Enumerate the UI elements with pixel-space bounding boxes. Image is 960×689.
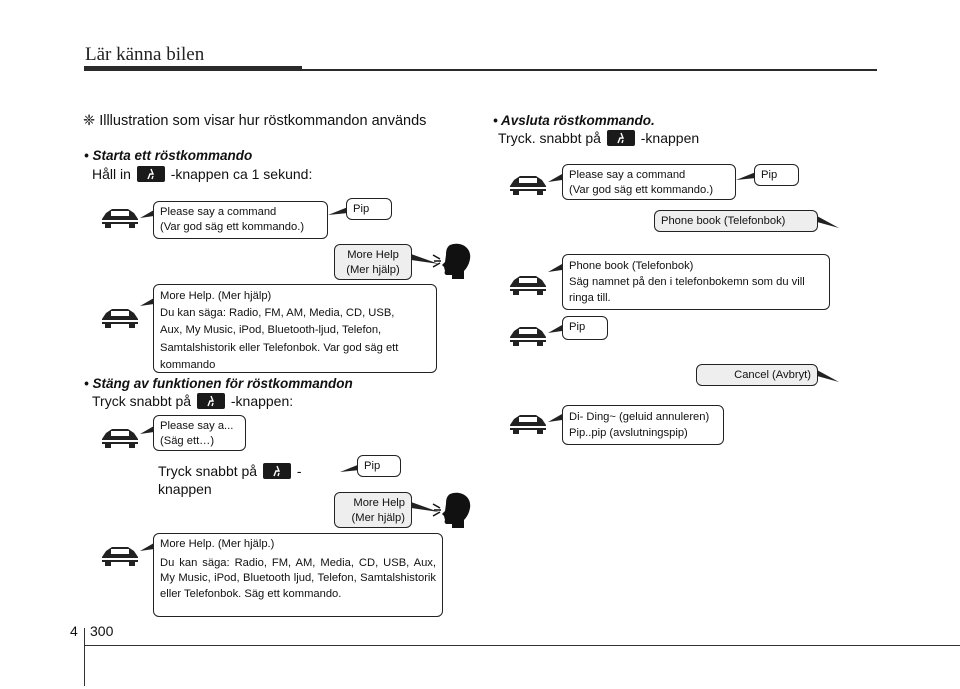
section-end-heading: • Avsluta röstkommando. bbox=[493, 113, 655, 128]
bubble-line: More Help. (Mer hjälp.) bbox=[160, 538, 275, 550]
speech-bubble-end-tone: Di- Ding~ (geluid annuleren) Pip..pip (a… bbox=[562, 405, 724, 445]
bubble-line: Pip bbox=[761, 169, 778, 181]
car-icon bbox=[101, 429, 139, 448]
instruction-text: -knappen ca 1 sekund: bbox=[170, 166, 313, 182]
bubble-tail bbox=[736, 172, 756, 180]
bubble-line: Samtalshistorik eller Telefonbok. Var go… bbox=[160, 341, 399, 354]
speech-bubble-more-help-response: More Help. (Mer hjälp.) Du kan säga: Rad… bbox=[153, 533, 443, 617]
instruction-text: knappen bbox=[158, 481, 212, 497]
car-icon bbox=[101, 209, 139, 228]
bubble-line: Please say a command bbox=[160, 206, 277, 218]
speech-bubble-phone-book-response: Phone book (Telefonbok) Säg namnet på de… bbox=[562, 254, 830, 310]
bubble-line: Säg namnet på den i telefonbokemn som du… bbox=[569, 276, 805, 288]
bubble-line: Pip bbox=[364, 460, 381, 472]
voice-button-icon bbox=[262, 463, 291, 479]
bubble-tail bbox=[817, 216, 839, 228]
bubble-line: Cancel (Avbryt) bbox=[734, 369, 811, 381]
footer-rule bbox=[84, 645, 960, 646]
bubble-line: kommando bbox=[160, 358, 216, 371]
footer-divider bbox=[84, 628, 85, 686]
speech-bubble-more-help: More Help (Mer hjälp) bbox=[334, 244, 412, 280]
bubble-tail bbox=[548, 414, 562, 422]
bubble-tail bbox=[411, 254, 439, 264]
instruction-text: -knappen bbox=[640, 130, 700, 146]
illustration-caption: ❈ Illlustration som visar hur röstkomman… bbox=[83, 113, 426, 129]
speech-bubble-phone-book-command: Phone book (Telefonbok) bbox=[654, 210, 818, 232]
inline-stop-instruction: Tryck snabbt på - knappen bbox=[158, 462, 302, 498]
section-start-heading: • Starta ett röstkommando bbox=[84, 148, 253, 163]
voice-button-icon bbox=[196, 393, 225, 409]
bubble-line: Aux, My Music, iPod, Bluetooth-ljud, Tel… bbox=[160, 324, 382, 337]
instruction-text: Tryck snabbt på bbox=[158, 463, 258, 479]
bubble-line: (Var god säg ett kommando.) bbox=[569, 184, 714, 196]
car-icon bbox=[509, 276, 547, 295]
page-header-title: Lär känna bilen bbox=[85, 44, 205, 65]
instruction-text: - bbox=[296, 463, 302, 479]
instruction-text: Tryck snabbt på bbox=[92, 393, 192, 409]
bubble-line: (Säg ett…) bbox=[160, 435, 215, 447]
bubble-paragraph: Du kan säga: Radio, FM, AM, Media, CD, U… bbox=[160, 556, 436, 600]
bubble-line: (Mer hjälp) bbox=[351, 512, 405, 524]
bubble-line: Pip bbox=[353, 203, 370, 215]
bubble-tail bbox=[817, 370, 839, 382]
section-end-instruction: Tryck. snabbt på -knappen bbox=[498, 130, 699, 146]
caption-text: Illlustration som visar hur röstkommando… bbox=[99, 113, 427, 129]
bubble-line: Pip bbox=[569, 321, 586, 333]
speaking-head-icon bbox=[432, 243, 471, 279]
bubble-line: More Help bbox=[353, 497, 405, 509]
caption-symbol: ❈ bbox=[83, 113, 96, 129]
speech-bubble-pip: Pip bbox=[754, 164, 799, 186]
bubble-tail bbox=[548, 325, 562, 333]
voice-button-icon bbox=[606, 130, 635, 146]
speech-bubble-pip: Pip bbox=[346, 198, 392, 220]
bubble-line: Di- Ding~ (geluid annuleren) bbox=[569, 411, 710, 423]
bubble-line: Phone book (Telefonbok) bbox=[661, 215, 786, 227]
speech-bubble-please-say: Please say a command (Var god säg ett ko… bbox=[153, 201, 328, 239]
speech-bubble-cancel-command: Cancel (Avbryt) bbox=[696, 364, 818, 386]
bubble-tail bbox=[140, 426, 154, 434]
car-icon bbox=[509, 327, 547, 346]
chapter-number: 4 bbox=[70, 623, 78, 639]
bubble-tail bbox=[340, 464, 360, 472]
bubble-line: Du kan säga: Radio, FM, AM, Media, CD, U… bbox=[160, 307, 395, 320]
bubble-tail bbox=[548, 264, 562, 272]
bubble-line: More Help. (Mer hjälp) bbox=[160, 290, 272, 302]
bubble-line: Please say a command bbox=[569, 169, 686, 181]
bubble-tail bbox=[328, 207, 348, 215]
bubble-line: Phone book (Telefonbok) bbox=[569, 260, 694, 272]
bubble-line: Please say a... bbox=[160, 420, 234, 432]
speech-bubble-more-help: More Help (Mer hjälp) bbox=[334, 492, 412, 528]
bubble-tail bbox=[140, 210, 154, 218]
bubble-line: ringa till. bbox=[569, 292, 611, 304]
bubble-line: (Mer hjälp) bbox=[346, 264, 400, 276]
section-stop-instruction: Tryck snabbt på -knappen: bbox=[92, 393, 293, 409]
bubble-tail bbox=[140, 543, 154, 551]
instruction-text: Håll in bbox=[92, 166, 131, 182]
bubble-line: More Help bbox=[347, 249, 399, 261]
speech-bubble-please-say: Please say a command (Var god säg ett ko… bbox=[562, 164, 736, 200]
bubble-tail bbox=[140, 298, 154, 306]
instruction-text: -knappen: bbox=[230, 393, 294, 409]
speech-bubble-more-help-response: More Help. (Mer hjälp) Du kan säga: Radi… bbox=[153, 284, 437, 373]
speech-bubble-pip: Pip bbox=[357, 455, 401, 477]
section-stop-heading: • Stäng av funktionen för röstkommandon bbox=[84, 376, 353, 391]
bubble-tail bbox=[548, 174, 562, 182]
car-icon bbox=[509, 415, 547, 434]
car-icon bbox=[101, 547, 139, 566]
car-icon bbox=[509, 176, 547, 195]
car-icon bbox=[101, 309, 139, 328]
section-start-instruction: Håll in -knappen ca 1 sekund: bbox=[92, 166, 312, 182]
voice-button-icon bbox=[136, 166, 165, 182]
page-number: 300 bbox=[90, 623, 114, 639]
speech-bubble-please-say-short: Please say a... (Säg ett…) bbox=[153, 415, 246, 451]
header-rule-thick bbox=[84, 66, 302, 71]
header-rule-thin bbox=[302, 69, 877, 71]
bubble-line: (Var god säg ett kommando.) bbox=[160, 221, 305, 233]
speech-bubble-pip: Pip bbox=[562, 316, 608, 340]
bubble-tail bbox=[411, 502, 439, 512]
instruction-text: Tryck. snabbt på bbox=[498, 130, 601, 146]
bubble-line: Pip..pip (avslutningspip) bbox=[569, 427, 688, 439]
speaking-head-icon bbox=[432, 492, 471, 528]
